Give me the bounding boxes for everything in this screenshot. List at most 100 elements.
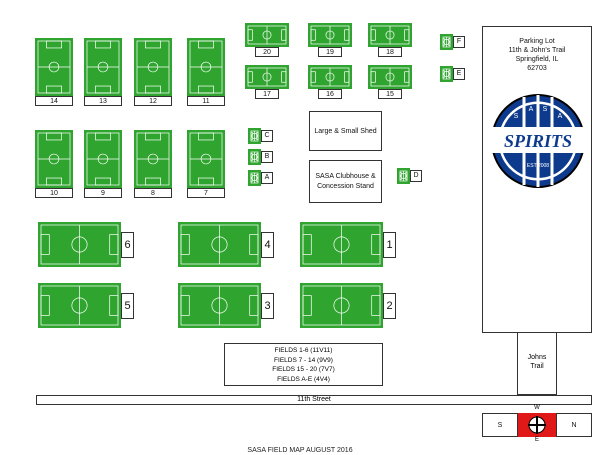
shed-building: Large & Small Shed (309, 111, 382, 151)
field-1-pitch (300, 222, 383, 267)
field-A-label: A (261, 172, 273, 184)
logo-letter-3: S (543, 106, 548, 113)
clubhouse-building: SASA Clubhouse & Concession Stand (309, 160, 382, 203)
field-3 (178, 283, 261, 328)
map-title: SASA FIELD MAP AUGUST 2016 (247, 447, 353, 454)
field-5-label: 5 (121, 293, 134, 319)
field-19-label: 19 (318, 47, 342, 57)
compass-west: W (534, 405, 540, 411)
field-14 (35, 38, 73, 96)
field-E-label: E (453, 68, 465, 80)
field-8-label: 8 (134, 188, 172, 198)
field-11-label: 11 (187, 96, 225, 106)
field-13-pitch (84, 38, 122, 96)
field-3-label: 3 (261, 293, 274, 319)
field-1 (300, 222, 383, 267)
field-9-label: 9 (84, 188, 122, 198)
field-D (397, 168, 410, 184)
field-17-pitch (245, 65, 289, 89)
field-10-label: 10 (35, 188, 73, 198)
compass: S N W E (482, 405, 592, 443)
field-14-label: 14 (35, 96, 73, 106)
legend-line-3: FIELDS 15 - 20 (7V7) (272, 366, 335, 373)
clubhouse-label-2: Concession Stand (317, 182, 374, 190)
logo-est: EST 2008 (527, 163, 549, 169)
legend-line-1: FIELDS 1-6 (11V11) (274, 347, 333, 354)
field-D-label: D (410, 170, 422, 182)
spirits-logo: SPIRITS S A S A EST 2008 (488, 94, 588, 188)
compass-north: N (556, 413, 592, 437)
field-20-pitch (245, 23, 289, 47)
field-10-pitch (35, 130, 73, 188)
eleventh-street: 11th Street (36, 395, 592, 405)
field-12-label: 12 (134, 96, 172, 106)
field-A (248, 170, 261, 186)
field-16-label: 16 (318, 89, 342, 99)
field-6-pitch (38, 222, 121, 267)
field-18-pitch (368, 23, 412, 47)
field-5 (38, 283, 121, 328)
field-20-label: 20 (255, 47, 279, 57)
johns-trail-label-1: Johns (527, 354, 547, 361)
field-1-label: 1 (383, 232, 396, 258)
field-12-pitch (134, 38, 172, 96)
field-20 (245, 23, 289, 47)
parking-lot: Parking Lot 11th & John's Trail Springfi… (482, 26, 592, 333)
compass-east: E (534, 437, 539, 443)
parking-address-3: 62703 (527, 65, 547, 72)
field-D-pitch (397, 168, 410, 184)
logo-letter-4: A (558, 113, 563, 120)
field-C (248, 128, 261, 144)
field-3-pitch (178, 283, 261, 328)
field-E-pitch (440, 66, 453, 82)
field-E (440, 66, 453, 82)
field-19 (308, 23, 352, 47)
field-6 (38, 222, 121, 267)
johns-trail-label-2: Trail (530, 363, 544, 370)
field-9 (84, 130, 122, 188)
shed-label: Large & Small Shed (314, 127, 377, 135)
field-C-pitch (248, 128, 261, 144)
field-8 (134, 130, 172, 188)
field-19-pitch (308, 23, 352, 47)
field-17 (245, 65, 289, 89)
parking-address-1: 11th & John's Trail (508, 47, 566, 54)
legend-box: FIELDS 1-6 (11V11) FIELDS 7 - 14 (9V9) F… (224, 343, 383, 386)
field-11 (187, 38, 225, 96)
logo-letter-2: A (529, 106, 534, 113)
field-16 (308, 65, 352, 89)
field-2-pitch (300, 283, 383, 328)
field-B-label: B (261, 151, 273, 163)
field-B (248, 149, 261, 165)
field-17-label: 17 (255, 89, 279, 99)
field-4-label: 4 (261, 232, 274, 258)
field-C-label: C (261, 130, 273, 142)
legend-line-4: FIELDS A-E (4V4) (277, 375, 330, 383)
clubhouse-label-1: SASA Clubhouse & (315, 172, 376, 180)
field-8-pitch (134, 130, 172, 188)
field-11-pitch (187, 38, 225, 96)
parking-label: Parking Lot (519, 38, 555, 45)
field-F (440, 34, 453, 50)
field-F-pitch (440, 34, 453, 50)
legend-line-2: FIELDS 7 - 14 (9V9) (274, 356, 333, 364)
field-16-pitch (308, 65, 352, 89)
field-15 (368, 65, 412, 89)
field-F-label: F (453, 36, 465, 48)
street-label: 11th Street (297, 396, 331, 403)
field-12 (134, 38, 172, 96)
field-13 (84, 38, 122, 96)
field-5-pitch (38, 283, 121, 328)
field-2 (300, 283, 383, 328)
field-13-label: 13 (84, 96, 122, 106)
field-6-label: 6 (121, 232, 134, 258)
compass-south: S (482, 413, 518, 437)
parking-address-2: Springfield, IL (515, 56, 559, 63)
field-7-label: 7 (187, 188, 225, 198)
field-18 (368, 23, 412, 47)
field-9-pitch (84, 130, 122, 188)
logo-text: SPIRITS (504, 131, 572, 151)
field-15-pitch (368, 65, 412, 89)
logo-letter-1: S (514, 113, 519, 120)
